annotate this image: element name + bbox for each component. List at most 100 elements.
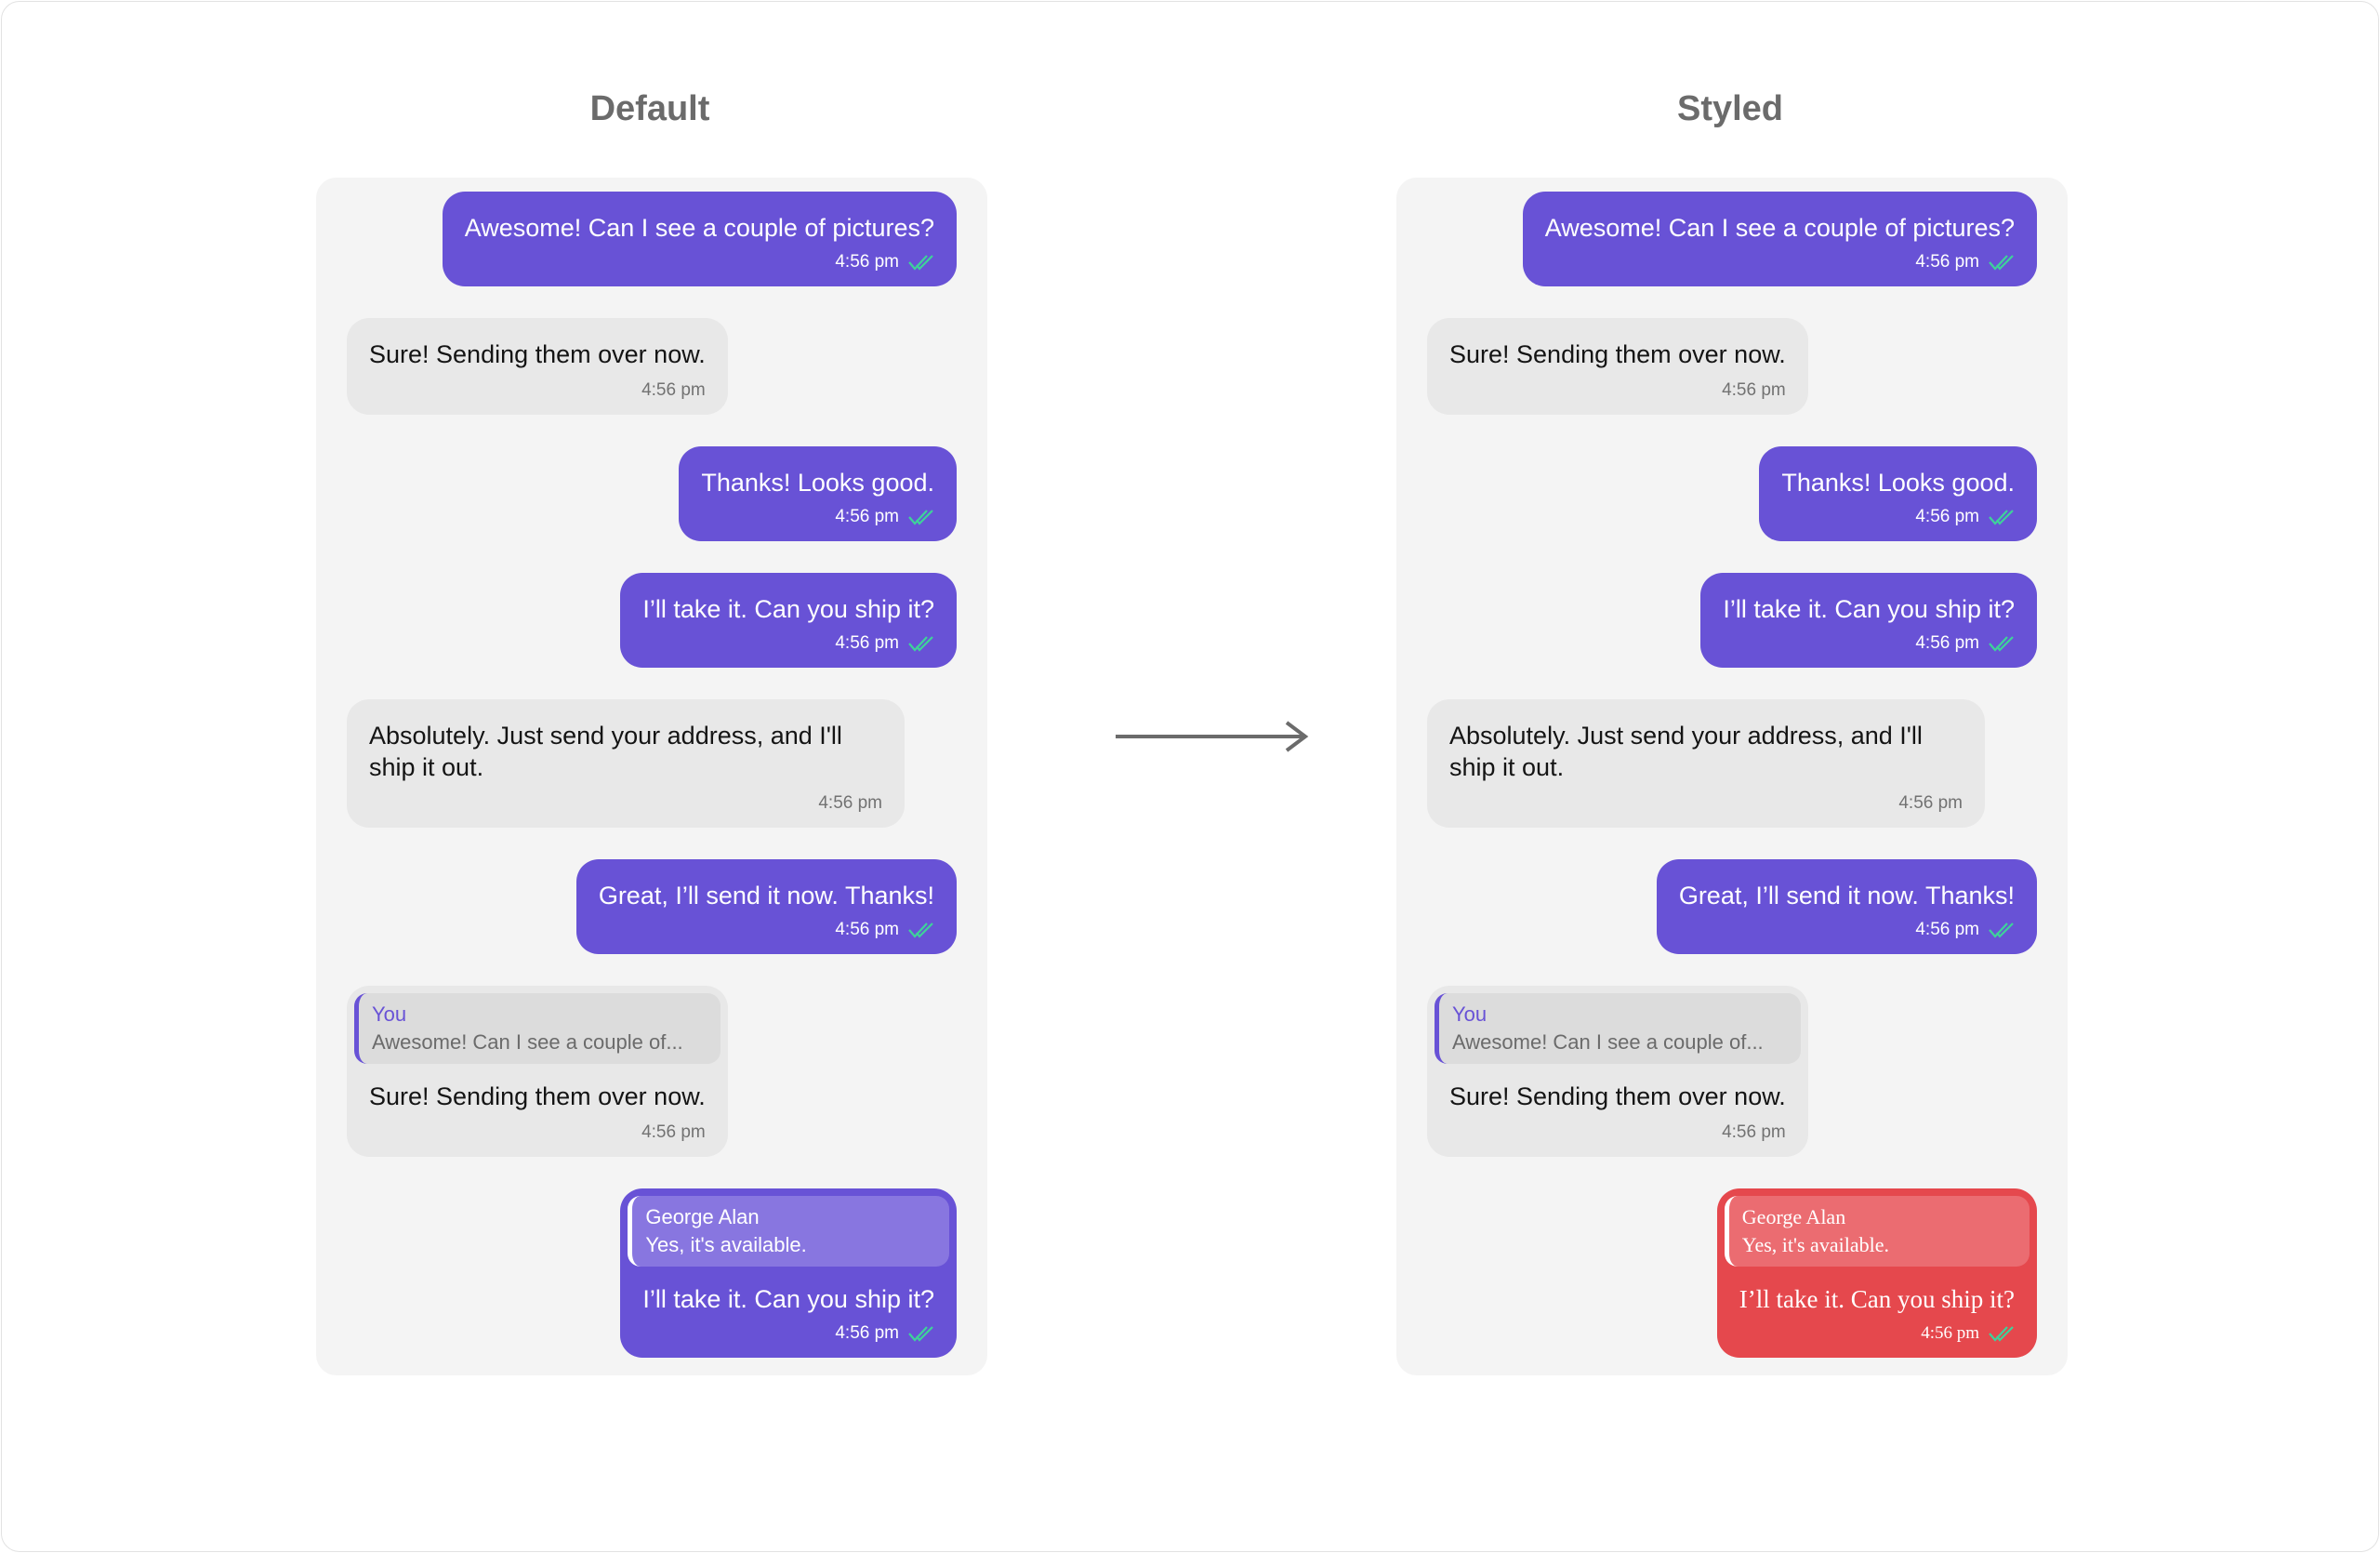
message-timestamp: 4:56 pm: [1722, 1122, 1786, 1142]
double-check-icon: [1989, 923, 2014, 938]
double-check-icon: [908, 636, 933, 652]
message-meta: 4:56 pm: [1545, 251, 2015, 273]
message-meta: 4:56 pm: [369, 379, 706, 402]
double-check-icon: [1989, 255, 2014, 271]
message-bubble[interactable]: Awesome! Can I see a couple of pictures?…: [1522, 192, 2037, 286]
double-check-icon: [908, 255, 933, 271]
message-timestamp: 4:56 pm: [641, 1122, 706, 1142]
message-text: Awesome! Can I see a couple of pictures?: [464, 214, 934, 242]
message-timestamp: 4:56 pm: [1915, 252, 1979, 272]
message-meta: 4:56 pm: [1449, 379, 1786, 402]
styled-title: Styled: [1676, 89, 1784, 128]
sent-message-row: Thanks! Looks good. 4:56 pm: [1427, 446, 2037, 541]
message-text: Thanks! Looks good.: [701, 469, 934, 497]
message-text: I’ll take it. Can you ship it?: [1723, 595, 2015, 623]
message-text: Sure! Sending them over now.: [369, 340, 706, 368]
message-timestamp: 4:56 pm: [1898, 793, 1963, 813]
sent-message-row: Thanks! Looks good. 4:56 pm: [347, 446, 957, 541]
sent-message-row: Awesome! Can I see a couple of pictures?…: [347, 192, 957, 286]
message-meta: 4:56 pm: [599, 919, 934, 941]
reply-preview-text: Awesome! Can I see a couple of...: [372, 1030, 683, 1054]
default-title: Default: [589, 89, 710, 128]
message-text: Great, I’ll send it now. Thanks!: [598, 882, 934, 909]
arrow-right-icon: [1116, 721, 1309, 752]
message-timestamp: 4:56 pm: [835, 633, 899, 653]
sent-message-row: Awesome! Can I see a couple of pictures?…: [1427, 192, 2037, 286]
reply-sender-name: You: [1452, 1002, 1488, 1026]
message-timestamp: 4:56 pm: [818, 793, 882, 813]
sent-message-row: I’ll take it. Can you ship it? 4:56 pm: [347, 573, 957, 668]
sent-message-row: I’ll take it. Can you ship it? 4:56 pm: [1427, 573, 2037, 668]
double-check-icon: [908, 1326, 933, 1342]
message-text: Absolutely. Just send your address, and …: [369, 722, 842, 781]
message-meta: 4:56 pm: [369, 792, 882, 815]
styled-chat-panel: Awesome! Can I see a couple of pictures?…: [1396, 178, 2068, 1375]
message-meta: 4:56 pm: [642, 632, 934, 655]
message-timestamp: 4:56 pm: [1921, 1323, 1979, 1343]
double-check-icon: [1989, 510, 2014, 525]
message-timestamp: 4:56 pm: [835, 252, 899, 272]
message-bubble[interactable]: Awesome! Can I see a couple of pictures?…: [442, 192, 957, 286]
message-timestamp: 4:56 pm: [835, 920, 899, 939]
message-meta: 4:56 pm: [369, 1122, 706, 1144]
double-check-icon: [908, 923, 933, 938]
message-meta: 4:56 pm: [1679, 919, 2015, 941]
message-text: Awesome! Can I see a couple of pictures?: [1544, 214, 2015, 242]
message-bubble[interactable]: Great, I’ll send it now. Thanks! 4:56 pm: [1656, 859, 2037, 954]
message-timestamp: 4:56 pm: [641, 380, 706, 400]
message-timestamp: 4:56 pm: [835, 1323, 899, 1343]
message-meta: 4:56 pm: [1739, 1322, 2015, 1345]
message-meta: 4:56 pm: [1781, 506, 2015, 528]
message-text: Absolutely. Just send your address, and …: [1449, 722, 1923, 781]
message-bubble[interactable]: Thanks! Looks good. 4:56 pm: [1759, 446, 2037, 541]
default-chat-panel: Awesome! Can I see a couple of pictures?…: [316, 178, 987, 1375]
message-meta: 4:56 pm: [701, 506, 934, 528]
message-bubble[interactable]: I’ll take it. Can you ship it? 4:56 pm: [1700, 573, 2037, 668]
message-text: I’ll take it. Can you ship it?: [642, 1285, 934, 1313]
message-bubble[interactable]: Sure! Sending them over now. 4:56 pm: [347, 318, 728, 415]
message-text: I’ll take it. Can you ship it?: [642, 595, 934, 623]
message-timestamp: 4:56 pm: [1915, 633, 1979, 653]
message-text: Thanks! Looks good.: [1781, 469, 2015, 497]
message-meta: 4:56 pm: [642, 1322, 934, 1345]
message-text: Sure! Sending them over now.: [369, 1082, 706, 1110]
message-text: I’ll take it. Can you ship it?: [1739, 1285, 2015, 1313]
message-meta: 4:56 pm: [1723, 632, 2015, 655]
message-bubble[interactable]: Great, I’ll send it now. Thanks! 4:56 pm: [575, 859, 957, 954]
message-bubble[interactable]: I’ll take it. Can you ship it? 4:56 pm: [620, 573, 957, 668]
double-check-icon: [1989, 636, 2014, 652]
message-timestamp: 4:56 pm: [1915, 920, 1979, 939]
message-timestamp: 4:56 pm: [1722, 380, 1786, 400]
received-message-row: Sure! Sending them over now.4:56 pm: [1427, 318, 2037, 415]
reply-sender-name: George Alan: [645, 1205, 760, 1228]
received-message-row: Sure! Sending them over now. 4:56 pm: [347, 318, 957, 415]
message-bubble[interactable]: Thanks! Looks good. 4:56 pm: [679, 446, 957, 541]
message-bubble[interactable]: Sure! Sending them over now.4:56 pm: [1427, 318, 1808, 415]
double-check-icon: [908, 510, 933, 525]
message-meta: 4:56 pm: [1449, 792, 1963, 815]
reply-sender-name: George Alan: [1741, 1205, 1846, 1228]
message-text: Great, I’ll send it now. Thanks!: [1678, 882, 2015, 909]
message-bubble[interactable]: Absolutely. Just send your address, and …: [1427, 699, 1985, 828]
reply-preview-text: Yes, it's available.: [645, 1233, 807, 1256]
message-bubble[interactable]: Absolutely. Just send your address, and …: [347, 699, 905, 828]
sent-message-row: Great, I’ll send it now. Thanks! 4:56 pm: [1427, 859, 2037, 954]
message-timestamp: 4:56 pm: [1915, 507, 1979, 526]
received-message-row: Absolutely. Just send your address, and …: [1427, 699, 2037, 828]
message-timestamp: 4:56 pm: [835, 507, 899, 526]
sent-message-row: Great, I’ll send it now. Thanks! 4:56 pm: [347, 859, 957, 954]
reply-preview-text: Yes, it's available.: [1741, 1233, 1889, 1256]
